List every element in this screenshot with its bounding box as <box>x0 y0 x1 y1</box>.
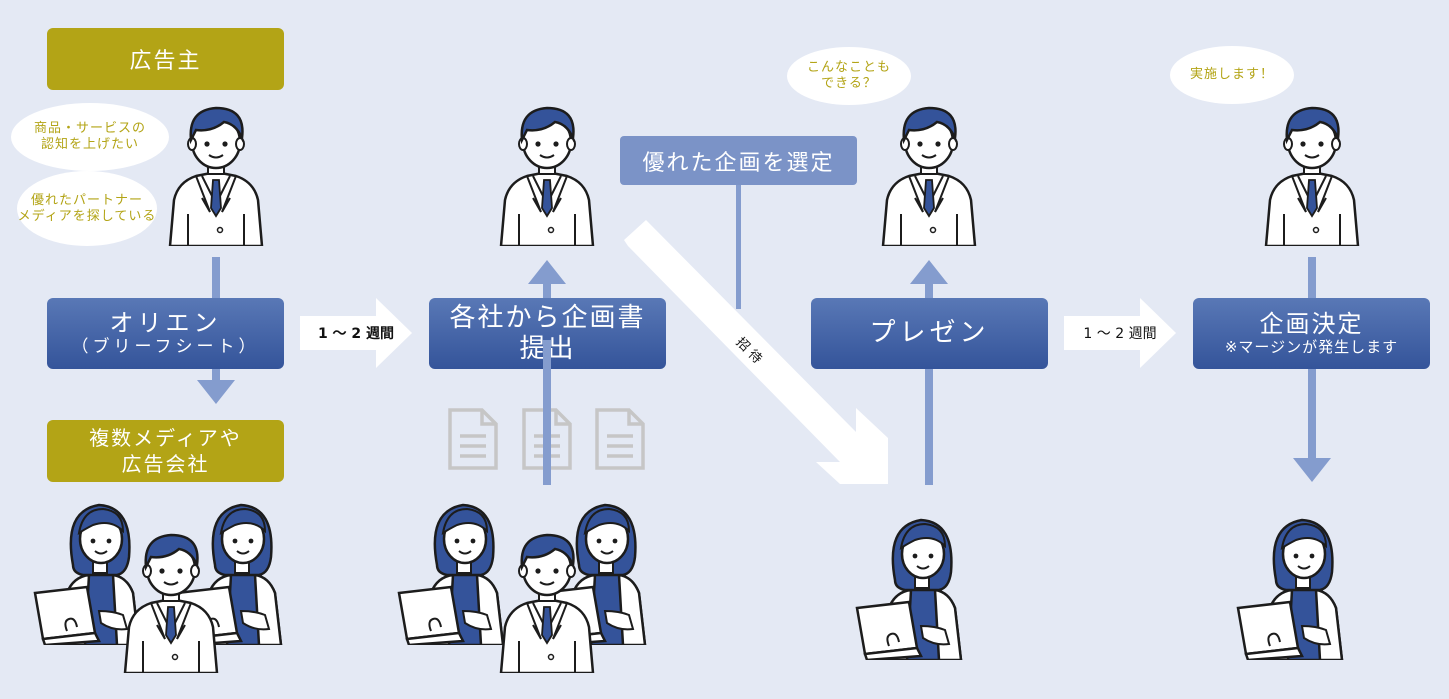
step-decide: 企画決定 ※マージンが発生します <box>1193 298 1430 369</box>
period-arrow-2: 1 〜 2 週間 <box>1064 298 1176 368</box>
document-icon <box>595 408 645 470</box>
connector-line <box>1308 369 1316 461</box>
businessman-icon <box>1262 104 1362 246</box>
arrow-down-icon <box>197 380 235 404</box>
media-team-icon <box>33 503 283 673</box>
connector-line <box>736 183 741 309</box>
media-team-icon <box>397 503 647 673</box>
arrow-up-icon <box>910 260 948 284</box>
bubble-awareness: 商品・サービスの 認知を上げたい <box>11 103 169 171</box>
step-present-title: プレゼン <box>869 317 990 348</box>
step-present: プレゼン <box>811 298 1048 369</box>
media-group-label: 複数メディアや 広告会社 <box>47 420 284 482</box>
connector-line <box>925 369 933 485</box>
arrow-up-icon <box>528 260 566 284</box>
step-orient: オリエン （ブリーフシート） <box>47 298 284 369</box>
invite-arrow <box>624 220 888 484</box>
period-label-2: 1 〜 2 週間 <box>1083 326 1157 342</box>
advertiser-label: 広告主 <box>47 28 284 90</box>
presenter-icon <box>855 510 985 660</box>
bubble-implement: 実施します！ <box>1170 46 1294 104</box>
bubble-partner: 優れたパートナー メディアを探している <box>17 171 157 246</box>
bubble-anything: こんなことも できる？ <box>787 47 911 105</box>
select-box: 優れた企画を選定 <box>620 136 857 185</box>
businessman-icon <box>166 104 266 246</box>
step-orient-title: オリエン <box>109 308 222 337</box>
arrow-down-icon <box>1293 458 1331 482</box>
presenter-icon <box>1236 510 1366 660</box>
businessman-icon <box>497 104 597 246</box>
document-icon <box>448 408 498 470</box>
connector-line <box>543 340 551 485</box>
step-decide-title: 企画決定 <box>1259 310 1364 339</box>
period-arrow-1: 1 〜 2 週間 <box>300 298 412 368</box>
step-orient-sub: （ブリーフシート） <box>71 336 260 357</box>
step-decide-sub: ※マージンが発生します <box>1224 337 1399 356</box>
period-label-1: 1 〜 2 週間 <box>317 326 395 342</box>
